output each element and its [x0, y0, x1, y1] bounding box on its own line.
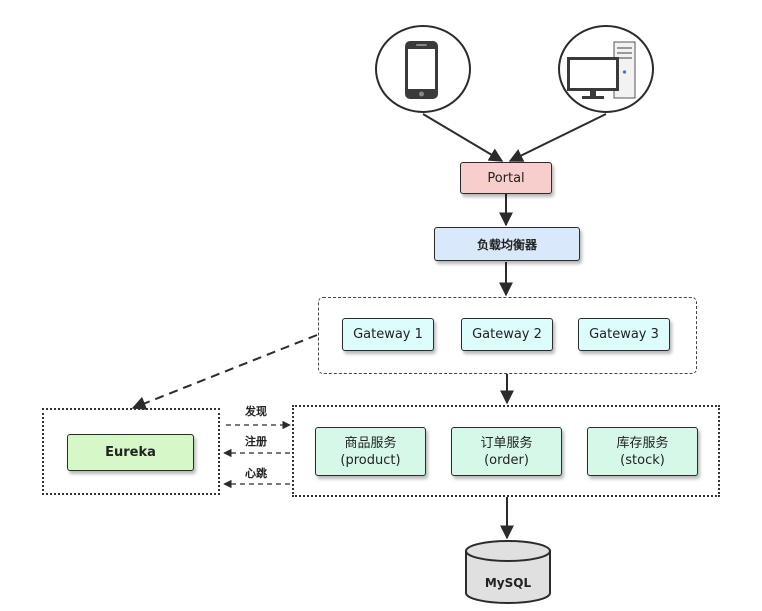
edge-desktop-to-portal: [508, 113, 607, 162]
gateway-node-1: Gateway 1: [342, 318, 434, 351]
gateway-label-3: Gateway 3: [589, 327, 659, 342]
load-balancer-node: 负载均衡器: [434, 227, 580, 261]
register-label: 注册: [245, 435, 267, 448]
service-node-product: 商品服务 (product): [315, 427, 426, 476]
eureka-node: Eureka: [67, 434, 194, 471]
eureka-group: [42, 408, 220, 495]
edge-gateways-to-eureka: [131, 334, 318, 410]
client-mobile: [374, 24, 472, 114]
service-node-stock: 库存服务 (stock): [587, 427, 698, 476]
service-group: [292, 405, 720, 497]
service-id-stock: (stock): [620, 452, 665, 468]
gateway-label-1: Gateway 1: [353, 327, 423, 342]
client-desktop: [557, 24, 655, 114]
service-name-stock: 库存服务: [616, 435, 669, 451]
gateway-node-2: Gateway 2: [461, 318, 553, 351]
service-id-product: (product): [340, 452, 401, 468]
service-name-order: 订单服务: [480, 435, 533, 451]
heartbeat-label: 心跳: [245, 467, 267, 480]
desktop-computer-icon: [558, 25, 654, 113]
gateway-node-3: Gateway 3: [578, 318, 670, 351]
mobile-phone-icon: [375, 25, 471, 113]
service-id-order: (order): [484, 452, 529, 468]
gateway-group: [318, 297, 697, 374]
discover-label: 发现: [245, 405, 267, 418]
service-node-order: 订单服务 (order): [451, 427, 562, 476]
mysql-label: MySQL: [484, 576, 532, 590]
eureka-label: Eureka: [105, 445, 156, 460]
edge-mobile-to-portal: [422, 113, 504, 162]
mysql-database: MySQL: [463, 538, 553, 606]
load-balancer-label: 负载均衡器: [476, 237, 537, 252]
portal-label: Portal: [487, 170, 525, 186]
service-name-product: 商品服务: [344, 435, 397, 451]
gateway-label-2: Gateway 2: [472, 327, 542, 342]
portal-node: Portal: [460, 162, 552, 194]
database-cylinder-icon: [465, 540, 551, 604]
